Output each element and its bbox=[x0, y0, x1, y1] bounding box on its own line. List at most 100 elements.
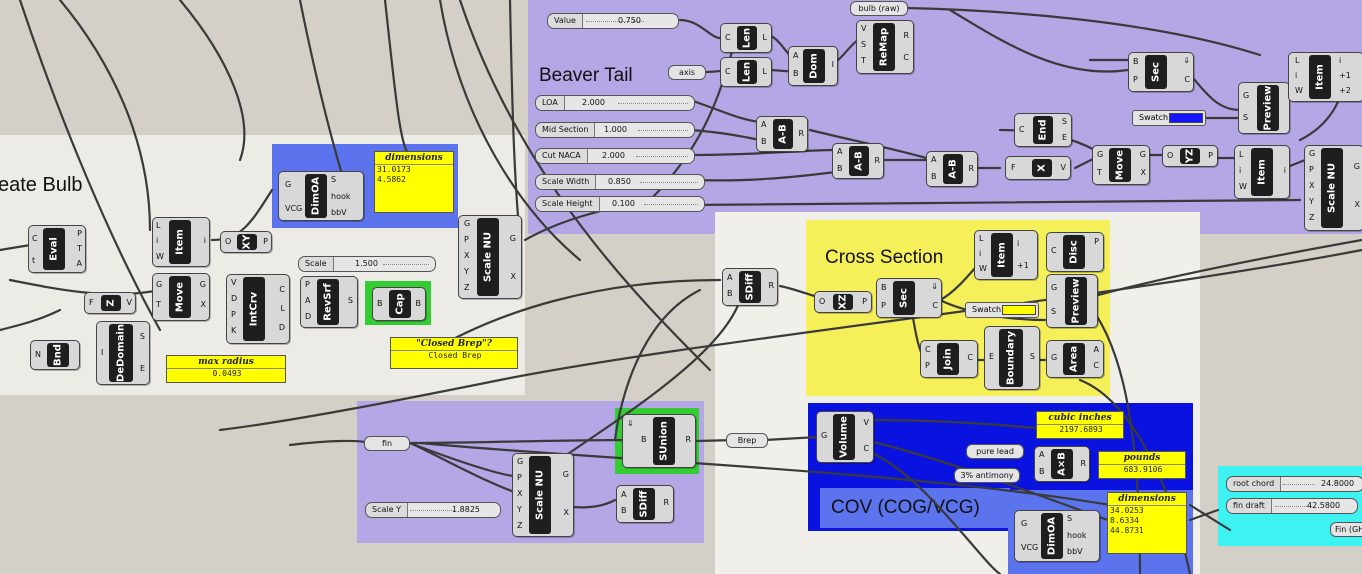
cap-in-0[interactable]: B bbox=[377, 299, 383, 308]
scalenu1-in-1[interactable]: P bbox=[464, 235, 469, 244]
len1-in-0[interactable]: C bbox=[725, 33, 731, 42]
preview1-in-0[interactable]: G bbox=[1243, 91, 1250, 100]
unit-z-component[interactable]: F Z V bbox=[84, 292, 136, 314]
item1-in-0[interactable]: L bbox=[156, 221, 161, 230]
scale-width-slider[interactable]: Scale Width 0.850 bbox=[535, 174, 705, 190]
eval-out-1[interactable]: T bbox=[77, 244, 82, 253]
brep-param[interactable]: Brep bbox=[726, 433, 768, 448]
axb-in-1[interactable]: B bbox=[1039, 467, 1045, 476]
unit-x-component[interactable]: F X V bbox=[1005, 156, 1071, 180]
preview-component-2[interactable]: G S Preview bbox=[1046, 274, 1098, 328]
volume-in-0[interactable]: G bbox=[821, 431, 828, 440]
move-component-2[interactable]: G T Move G X bbox=[1092, 145, 1150, 185]
dimoa1-out-2[interactable]: bbV bbox=[331, 208, 347, 217]
scalenu2-in-2[interactable]: X bbox=[1309, 181, 1315, 190]
fin-gh-param[interactable]: Fin (GH bbox=[1330, 522, 1362, 537]
sec2-in-0[interactable]: B bbox=[881, 283, 887, 292]
ab1-in-0[interactable]: A bbox=[761, 120, 767, 129]
dedomain-out-1[interactable]: E bbox=[139, 364, 145, 373]
intcrv-in-0[interactable]: V bbox=[231, 278, 237, 287]
scale-nu-component-3[interactable]: G P X Y Z Scale NU G X bbox=[512, 453, 574, 537]
preview1-in-1[interactable]: S bbox=[1243, 113, 1249, 122]
scalenu3-in-1[interactable]: P bbox=[517, 473, 522, 482]
remap-in-2[interactable]: T bbox=[861, 56, 866, 65]
dimoa1-in-0[interactable]: G bbox=[285, 180, 292, 189]
axb-out-0[interactable]: R bbox=[1080, 459, 1086, 468]
subtract-component-1[interactable]: A B A-B R bbox=[756, 116, 808, 152]
swatch-yellow[interactable]: Swatch bbox=[965, 302, 1039, 318]
intcrv-out-0[interactable]: C bbox=[279, 285, 285, 294]
ab1-in-1[interactable]: B bbox=[761, 137, 767, 146]
value-slider[interactable]: Value 0.750 bbox=[547, 13, 679, 29]
eval-component[interactable]: C t Eval P T A bbox=[28, 225, 86, 273]
bounds-component[interactable]: N Bnd bbox=[30, 340, 80, 370]
sunion-out-0[interactable]: R bbox=[685, 435, 691, 444]
sdiff2-in-1[interactable]: B bbox=[621, 506, 627, 515]
dimoa-component-2[interactable]: G VCG DimOA S hook bbV bbox=[1014, 510, 1100, 562]
len1-out-0[interactable]: L bbox=[762, 33, 767, 42]
volume-out-1[interactable]: C bbox=[863, 444, 869, 453]
scale-slider[interactable]: Scale 1.500 bbox=[298, 256, 436, 272]
remap-out-1[interactable]: C bbox=[903, 53, 909, 62]
intcrv-in-2[interactable]: P bbox=[231, 310, 236, 319]
item3-out-0[interactable]: i bbox=[1017, 239, 1020, 248]
deconstruct-domain-component[interactable]: I DeDomain S E bbox=[96, 321, 150, 385]
scalenu1-out-0[interactable]: G bbox=[509, 234, 516, 243]
dimoa2-out-2[interactable]: bbV bbox=[1067, 547, 1083, 556]
cap-out-0[interactable]: B bbox=[415, 299, 422, 308]
loa-slider[interactable]: LOA 2.000 bbox=[535, 95, 695, 111]
sdiff2-out-0[interactable]: R bbox=[663, 498, 669, 507]
dimoa2-in-0[interactable]: G bbox=[1021, 519, 1028, 528]
xz-plane-component[interactable]: O XZ P bbox=[814, 291, 872, 313]
xy-out-0[interactable]: P bbox=[263, 237, 268, 246]
xz-out-0[interactable]: P bbox=[862, 297, 867, 306]
list-item-component-4[interactable]: L i W Item i +1 bbox=[974, 230, 1038, 280]
volume-out-0[interactable]: V bbox=[863, 418, 869, 427]
scalenu1-out-1[interactable]: X bbox=[510, 272, 516, 281]
move1-in-1[interactable]: T bbox=[156, 300, 161, 309]
pounds-panel[interactable]: pounds 683.9106 bbox=[1098, 451, 1186, 479]
move2-in-1[interactable]: T bbox=[1097, 168, 1102, 177]
multiply-component[interactable]: A B A×B R bbox=[1034, 446, 1090, 482]
itemtop-out-2[interactable]: +2 bbox=[1339, 86, 1351, 95]
solid-difference-component-2[interactable]: A B SDiff R bbox=[616, 485, 674, 523]
dimensions-panel-2[interactable]: dimensions 34.0253 8.6334 44.8731 bbox=[1107, 492, 1187, 554]
scalenu1-in-4[interactable]: Z bbox=[464, 283, 470, 292]
join-curves-component[interactable]: C P Join C bbox=[920, 340, 978, 378]
area-component[interactable]: G Area A C bbox=[1046, 340, 1104, 378]
area-in-0[interactable]: G bbox=[1051, 353, 1058, 362]
dimoa2-out-1[interactable]: hook bbox=[1067, 531, 1087, 540]
sec1-in-0[interactable]: B bbox=[1133, 57, 1139, 66]
dimoa-component[interactable]: G VCG DimOA S hook bbV bbox=[278, 171, 364, 221]
scalenu3-out-1[interactable]: X bbox=[563, 508, 569, 517]
volume-component[interactable]: G Volume V C bbox=[816, 411, 874, 463]
xz-in-0[interactable]: O bbox=[819, 297, 826, 306]
sec1-flatten-icon[interactable]: ⇓ bbox=[1183, 56, 1190, 65]
z-out-0[interactable]: V bbox=[126, 298, 132, 307]
scalenu2-in-3[interactable]: Y bbox=[1309, 197, 1314, 206]
dedomain-in-0[interactable]: I bbox=[101, 348, 104, 357]
swatch-blue[interactable]: Swatch bbox=[1132, 110, 1206, 126]
item2-in-2[interactable]: W bbox=[1239, 182, 1247, 191]
xy-in-0[interactable]: O bbox=[225, 237, 232, 246]
length-component-2[interactable]: C Len L bbox=[720, 57, 772, 87]
pure-lead-param[interactable]: pure lead bbox=[966, 444, 1024, 459]
fin-param[interactable]: fin bbox=[364, 436, 410, 451]
dom-out-0[interactable]: I bbox=[831, 60, 834, 69]
dimoa2-in-1[interactable]: VCG bbox=[1021, 543, 1039, 552]
item3-in-2[interactable]: W bbox=[979, 264, 987, 273]
dom-in-1[interactable]: B bbox=[793, 69, 799, 78]
axb-in-0[interactable]: A bbox=[1039, 450, 1045, 459]
subtract-component-3[interactable]: A B A-B R bbox=[926, 151, 978, 187]
ab3-in-1[interactable]: B bbox=[931, 172, 937, 181]
boundary-out-0[interactable]: S bbox=[1029, 352, 1035, 361]
bulb-raw-param[interactable]: bulb (raw) bbox=[850, 1, 908, 16]
join-in-0[interactable]: C bbox=[925, 345, 931, 354]
eval-in-1[interactable]: t bbox=[32, 256, 36, 265]
yz-in-0[interactable]: O bbox=[1167, 151, 1174, 160]
xy-plane-component[interactable]: O XY P bbox=[220, 231, 272, 253]
scalenu3-in-4[interactable]: Z bbox=[517, 521, 523, 530]
scalenu2-in-1[interactable]: P bbox=[1309, 165, 1314, 174]
intcrv-component[interactable]: V D P K IntCrv C L D bbox=[226, 274, 290, 344]
boundary-surfaces-component[interactable]: E Boundary S bbox=[984, 326, 1040, 390]
